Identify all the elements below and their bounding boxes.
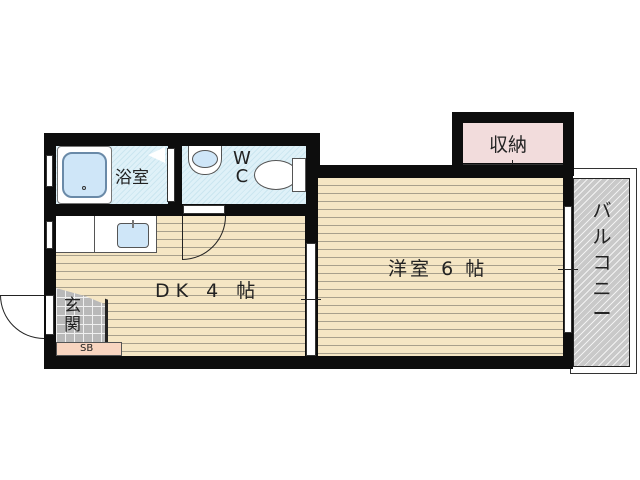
entrance-label: 玄 関 (64, 296, 81, 335)
bathtub-drain (82, 186, 86, 190)
balcony-window-mark (558, 269, 578, 270)
wash-basin-bowl (192, 150, 218, 168)
faucet-icon (132, 220, 134, 228)
wc-label: W C (233, 148, 251, 187)
bath-door[interactable] (167, 148, 175, 202)
western-room-label: 洋室 6 帖 (388, 258, 488, 280)
front-door-frame (46, 295, 54, 335)
entrance-step (56, 280, 108, 346)
counter-divider (94, 216, 95, 253)
dk-western-door-mark (301, 299, 321, 300)
toilet-tank (292, 158, 306, 192)
wc-door[interactable] (183, 205, 225, 214)
storage-room (463, 123, 563, 163)
shoebox-label: SB (80, 343, 94, 354)
bathtub-basin (62, 152, 107, 198)
bathroom-label: 浴室 (115, 168, 149, 188)
balcony (573, 178, 630, 367)
front-door-swing[interactable] (0, 295, 44, 339)
kitchen-window[interactable] (46, 221, 53, 249)
balcony-label: バ ル コ ニ ー (592, 200, 612, 329)
bath-window[interactable] (46, 155, 53, 187)
bath-door-fold-icon (148, 147, 165, 163)
western-room (318, 178, 563, 356)
storage-label: 収納 (489, 134, 528, 156)
shoebox (56, 342, 122, 356)
dk-room-label: DK 4 帖 (155, 280, 262, 302)
